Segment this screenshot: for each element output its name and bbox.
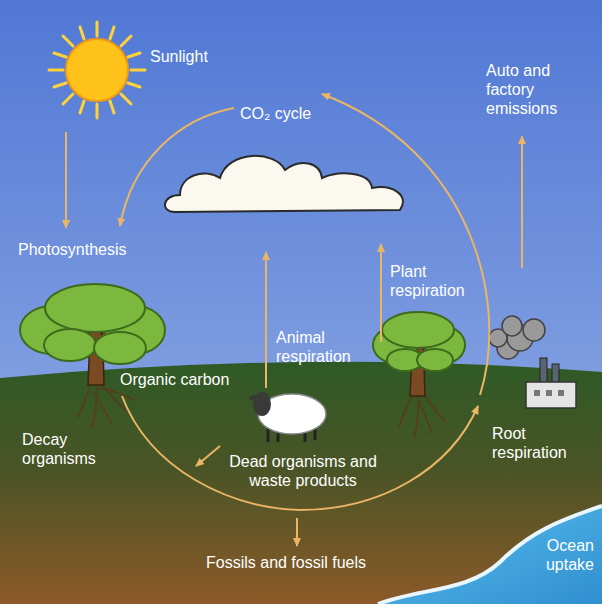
- diagram-label: Animal respiration: [276, 328, 376, 366]
- ground: [0, 362, 602, 604]
- cycle-arrow: [122, 396, 478, 510]
- diagram-label: Decay organisms: [22, 430, 112, 468]
- flow-arrows: [66, 94, 522, 546]
- flow-arrow: [521, 136, 523, 268]
- ocean-foam: [378, 506, 602, 604]
- diagram-label: Dead organisms and waste products: [228, 452, 378, 490]
- diagram-label: Organic carbon: [120, 370, 229, 389]
- sun: [49, 22, 145, 118]
- factory: [489, 316, 576, 408]
- diagram-label: Plant respiration: [390, 262, 490, 300]
- diagram-label: Auto and factory emissions: [486, 61, 574, 118]
- flow-arrow: [65, 132, 67, 228]
- sheep: [249, 392, 326, 442]
- flow-arrow: [265, 252, 267, 388]
- ocean: [378, 506, 602, 604]
- diagram-label: CO₂ cycle: [240, 104, 311, 123]
- flow-arrow: [380, 244, 382, 342]
- diagram-label: Fossils and fossil fuels: [206, 553, 366, 572]
- cloud: [165, 156, 403, 212]
- diagram-label: Root respiration: [492, 424, 592, 462]
- tree: [20, 284, 165, 428]
- tree: [373, 312, 465, 438]
- diagram-label: Sunlight: [150, 47, 208, 66]
- diagram-label: Ocean uptake: [530, 536, 594, 574]
- cycle-arrow: [120, 108, 234, 226]
- diagram-label: Photosynthesis: [18, 240, 127, 259]
- flow-arrow: [296, 518, 298, 546]
- flow-arrow: [196, 446, 220, 466]
